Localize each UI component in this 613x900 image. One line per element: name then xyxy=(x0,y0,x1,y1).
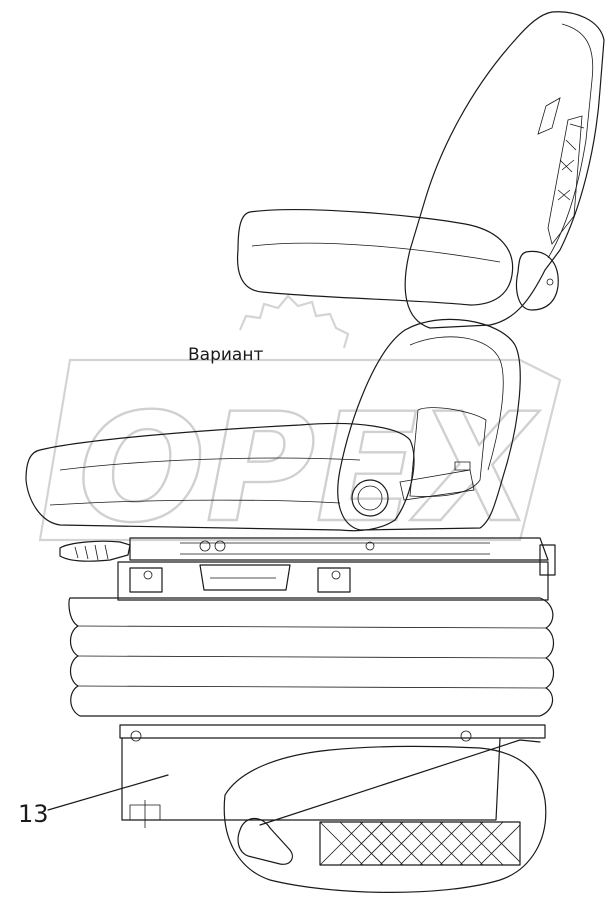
variant-label: Вариант xyxy=(188,345,263,365)
armrest xyxy=(236,209,559,311)
base-housing xyxy=(119,724,546,828)
air-compressor xyxy=(223,739,547,893)
suspension-bellows xyxy=(68,597,555,717)
seat-cushion xyxy=(25,422,415,532)
callout-number: 13 xyxy=(18,800,49,828)
watermark-logo: OPEX xyxy=(38,294,562,557)
slide-rail xyxy=(59,537,556,576)
suspension-top xyxy=(117,561,549,601)
seat-side-frame xyxy=(337,318,521,531)
callout-13: 13 xyxy=(18,774,169,828)
seat-backrest xyxy=(404,11,605,329)
